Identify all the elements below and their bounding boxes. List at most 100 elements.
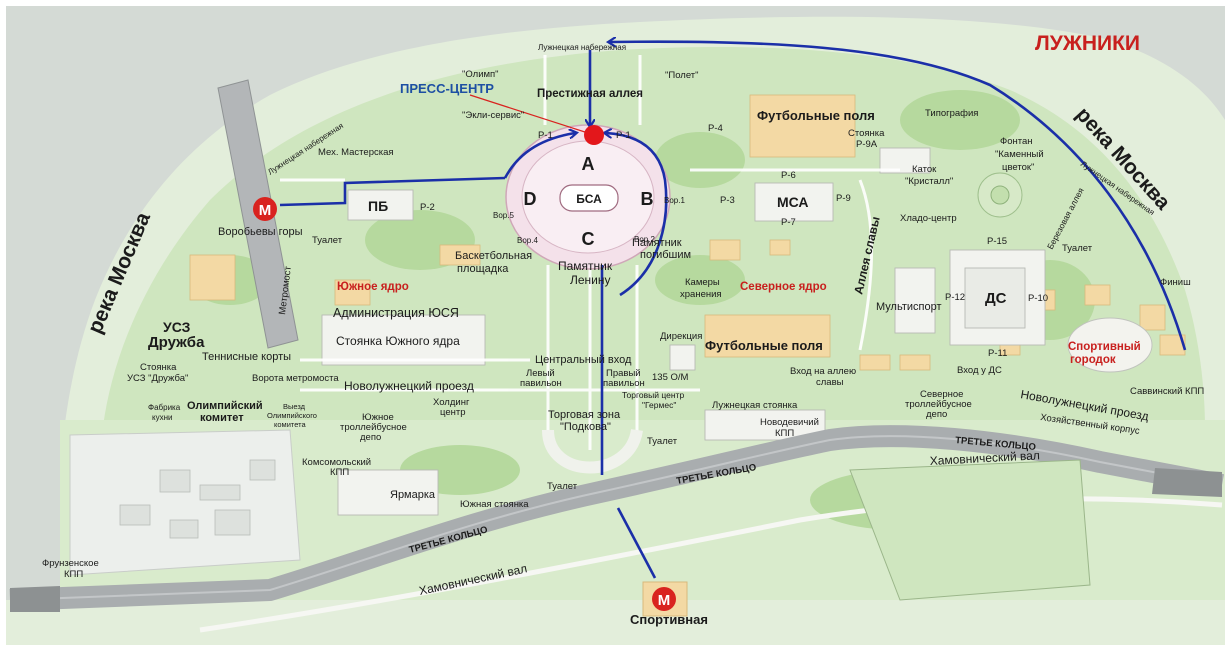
- label-fair: Ярмарка: [390, 489, 436, 501]
- zone-north-core: Северное ядро: [740, 281, 827, 293]
- label-toilet-right: Туалет: [1062, 243, 1093, 254]
- sector-c-label[interactable]: C: [582, 229, 595, 249]
- label-monument-lenin-2: Ленину: [570, 273, 611, 287]
- label-basketball-2: площадка: [457, 263, 509, 275]
- code-p9a: Р-9А: [856, 139, 878, 150]
- label-trade-center-2: "Гермес": [642, 400, 676, 410]
- parking-p1-right: Р-1: [616, 130, 631, 141]
- third-ring-road-center: [9, 435, 1223, 601]
- label-south-depot-2: троллейбусное: [340, 422, 407, 433]
- label-holding-1: Холдинг: [433, 397, 470, 408]
- label-glory-entrance-1: Вход на аллею: [790, 366, 856, 377]
- route-arc-top: [610, 42, 1187, 351]
- buildings-tan: [189, 94, 1186, 371]
- label-toilet-left: Туалет: [312, 235, 343, 246]
- label-north-depot-3: депо: [926, 409, 947, 420]
- parking-p11: Р-11: [988, 348, 1007, 359]
- gate-vor5: Вор.5: [493, 211, 514, 220]
- label-kitchen-1: Фабрика: [148, 403, 181, 412]
- label-trade-center-1: Торговый центр: [622, 390, 684, 400]
- label-directorate: Дирекция: [660, 331, 702, 342]
- label-admin: Администрация ЮСЯ: [333, 306, 459, 320]
- parking-p10: Р-10: [1028, 293, 1048, 304]
- route-left-arc: [503, 133, 575, 179]
- parking-p6: Р-6: [781, 170, 796, 181]
- route-lines: [279, 42, 1187, 579]
- embankment-top-label: Лужнецкая набережная: [538, 43, 626, 52]
- label-monument-fallen-1: Памятник: [632, 237, 682, 249]
- building-pb-label: ПБ: [368, 198, 388, 214]
- gate-vor2: Вор.2: [634, 235, 655, 244]
- parking-p4: Р-4: [708, 123, 723, 134]
- parking-p2: Р-2: [420, 202, 435, 213]
- label-tennis: Теннисные корты: [202, 351, 291, 363]
- metro-icon-vorobyovy[interactable]: М: [253, 197, 277, 221]
- sector-d-label[interactable]: D: [524, 189, 537, 209]
- metro-vorobyovy-label: Воробьевы горы: [218, 226, 303, 238]
- building-ds-label: ДС: [985, 290, 1007, 307]
- label-trade-zone-2: "Подкова": [560, 421, 611, 433]
- label-parking-p9a: Стоянка: [848, 128, 885, 139]
- label-olymp-committee-2: комитет: [200, 412, 244, 424]
- label-trade-zone-1: Торговая зона: [548, 409, 621, 421]
- sector-b-label[interactable]: B: [641, 189, 654, 209]
- label-holding-2: центр: [440, 407, 466, 418]
- parking-p7: Р-7: [781, 217, 796, 228]
- svg-text:М: М: [658, 592, 671, 609]
- route-vorobyovy: [279, 176, 506, 207]
- label-north-depot-1: Северное: [920, 389, 963, 400]
- label-central-entrance: Центральный вход: [535, 354, 632, 366]
- label-south-depot-3: депо: [360, 432, 381, 443]
- label-metro-gate: Ворота метромоста: [252, 373, 339, 384]
- label-south-depot-1: Южное: [362, 412, 394, 423]
- label-cold-center: Хладо-центр: [900, 213, 957, 224]
- arena-name-label: БСА: [576, 192, 602, 206]
- river-moskva: [6, 6, 1225, 600]
- parking-p9: Р-9: [836, 193, 851, 204]
- gate-vor1: Вор.1: [664, 196, 685, 205]
- press-center-marker[interactable]: [584, 125, 604, 145]
- metro-icon-sportivnaya[interactable]: М: [652, 587, 676, 611]
- label-finish: Финиш: [1160, 277, 1191, 288]
- road-khamovnichesky-right: Хамовнический вал: [929, 448, 1040, 468]
- label-storage-2: хранения: [680, 289, 722, 300]
- label-left-pav-1: Левый: [526, 368, 555, 379]
- label-glory-entrance-2: славы: [816, 377, 844, 388]
- parking-p12: Р-12: [945, 292, 965, 303]
- parking-p1-left: Р-1: [538, 130, 553, 141]
- label-olimp: "Олимп": [462, 69, 499, 80]
- label-storage-1: Камеры: [685, 277, 720, 288]
- label-south-parking: Южная стоянка: [460, 499, 529, 510]
- label-olymp-committee-1: Олимпийский: [187, 400, 263, 412]
- label-monument-lenin-1: Памятник: [558, 259, 613, 273]
- label-left-pav-2: павильон: [520, 378, 562, 389]
- zone-sport-town-2: городок: [1070, 354, 1116, 366]
- arena[interactable]: [505, 124, 671, 270]
- label-ekli: "Экли-сервис": [462, 110, 524, 121]
- press-center-pointer: [469, 94, 589, 134]
- label-exit-committee-1: Выезд: [283, 402, 306, 411]
- label-prestige-alley: Престижная аллея: [537, 88, 643, 100]
- zone-sport-town-1: Спортивный: [1068, 341, 1141, 353]
- label-luzh-parking: Лужнецкая стоянка: [712, 400, 798, 411]
- label-fountain-3: цветок": [1002, 162, 1034, 173]
- sector-a-label[interactable]: A: [582, 154, 595, 174]
- label-usz-parking-2: УСЗ "Дружба": [127, 373, 188, 384]
- road-novoluzh-left: Новолужнецкий проезд: [344, 379, 474, 393]
- label-mech-workshop: Мех. Мастерская: [318, 147, 394, 158]
- label-kitchen-2: кухни: [152, 413, 172, 422]
- metro-sportivnaya-label: Спортивная: [630, 612, 708, 627]
- label-exit-committee-3: комитета: [274, 420, 307, 429]
- label-komsomol-2: КПП: [330, 467, 349, 478]
- ring-road-tunnel-left: [10, 586, 60, 612]
- building-msa-label: МСА: [777, 194, 809, 210]
- label-multisport: Мультиспорт: [876, 301, 942, 313]
- label-fountain-1: Фонтан: [1000, 136, 1033, 147]
- label-novodevichy-1: Новодевичий: [760, 417, 819, 428]
- route-right-loop: [606, 133, 668, 297]
- map-title: ЛУЖНИКИ: [1035, 32, 1140, 55]
- district-buildings: [119, 459, 276, 539]
- zone-south-core: Южное ядро: [337, 281, 409, 293]
